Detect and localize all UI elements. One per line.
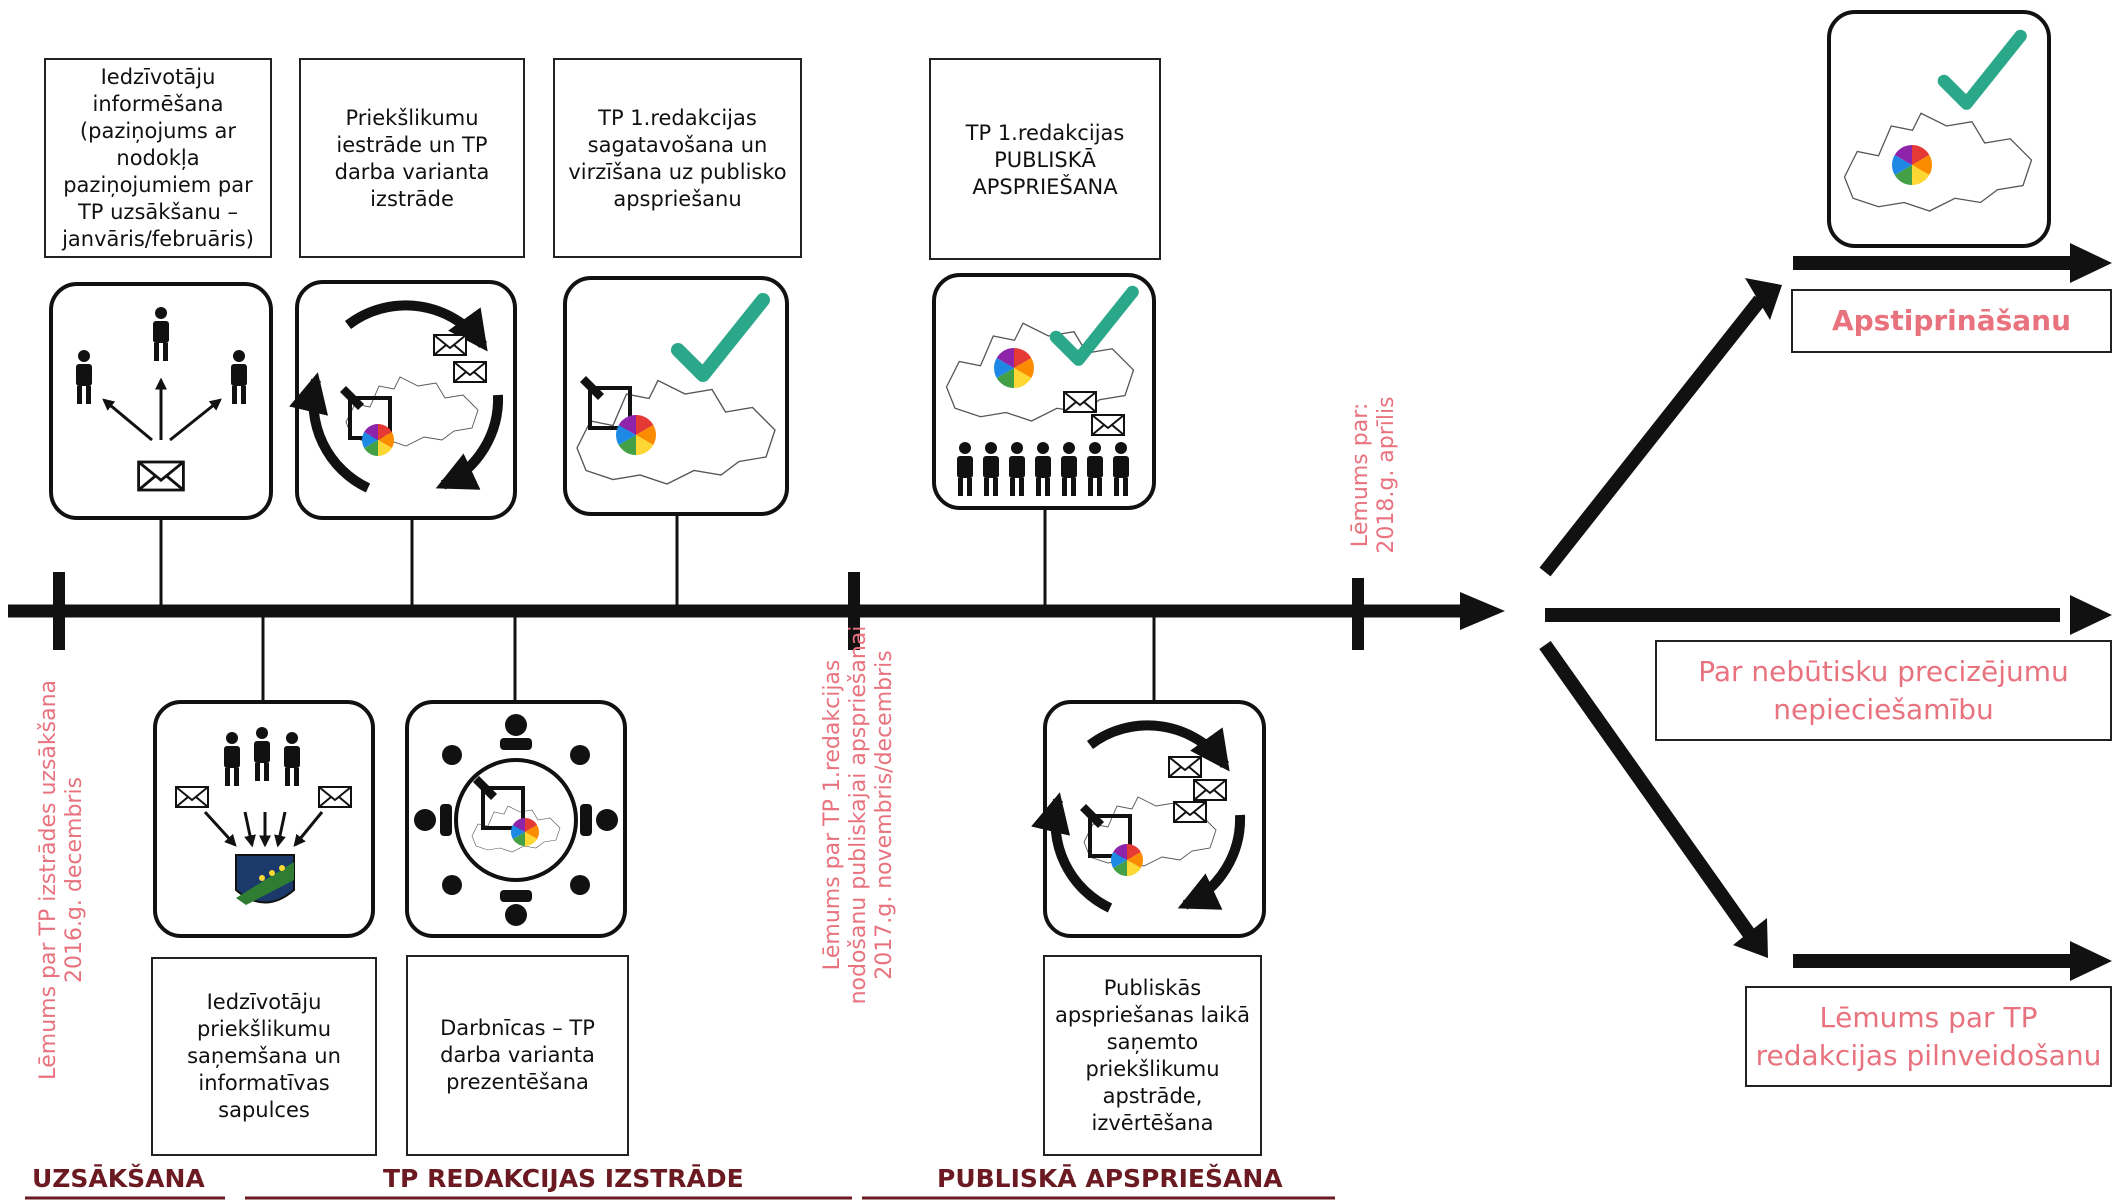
outcome-minor-corrections: Par nebūtisku precizējumu nepieciešamību [1655, 640, 2112, 741]
public-discussion-icon [932, 273, 1156, 510]
phase-drafting: TP REDAKCIJAS IZSTRĀDE [383, 1164, 744, 1193]
tick-start [53, 572, 65, 650]
outcome-improvement: Lēmums par TP redakcijas pilnveidošanu [1745, 986, 2112, 1087]
phase-public-discussion: PUBLISKĀ APSPRIEŠANA [937, 1164, 1283, 1193]
phase-start: UZSĀKŠANA [32, 1164, 205, 1193]
proposals-coat-of-arms-icon [153, 700, 375, 938]
tick-middle [848, 572, 860, 650]
timeline-arrowhead [1460, 592, 1505, 630]
milestone-start-label: Lēmums par TP izstrādes uzsākšana 2016.g… [36, 680, 87, 1081]
tick-end [1352, 578, 1364, 650]
outcome-approval: Apstiprināšanu [1791, 289, 2112, 353]
step-box-proposals-draft: Priekšlikumu iestrāde un TP darba varian… [299, 58, 525, 258]
milestone-middle-label: Lēmums par TP 1.redakcijas nodošanu publ… [820, 625, 897, 1005]
step-box-public-discussion: TP 1.redakcijas PUBLISKĀ APSPRIEŠANA [929, 58, 1161, 260]
milestone-end-label: Lēmums par: 2018.g. aprīlis [1348, 396, 1399, 554]
cycle-plan-icon [295, 280, 517, 520]
people-envelope-icon [49, 282, 273, 520]
step-box-resident-info: Iedzīvotāju informēšana (paziņojums ar n… [44, 58, 272, 258]
approved-map-icon [563, 276, 789, 516]
cycle-review-icon [1043, 700, 1266, 938]
step-box-first-edition-prep: TP 1.redakcijas sagatavošana un virzīšan… [553, 58, 802, 258]
step-box-proposal-review: Publiskās apspriešanas laikā saņemto pri… [1043, 955, 1262, 1156]
step-box-workshops: Darbnīcas – TP darba varianta prezentēša… [406, 955, 629, 1156]
approved-map-icon [1827, 10, 2051, 248]
workshop-table-icon [405, 700, 627, 938]
step-box-resident-proposals: Iedzīvotāju priekšlikumu saņemšana un in… [151, 957, 377, 1156]
